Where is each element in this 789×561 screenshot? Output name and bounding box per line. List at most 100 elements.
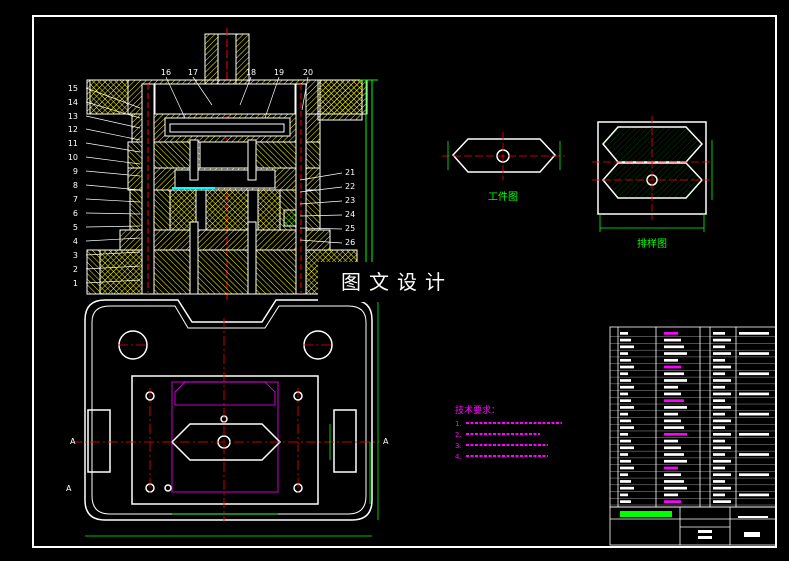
parts-list-entry-mark	[713, 493, 725, 497]
part-number: 24	[345, 210, 355, 219]
workpiece-dimensions	[447, 141, 561, 170]
parts-list-entry-mark	[739, 332, 769, 335]
parts-list-entry-mark	[664, 352, 687, 355]
part-number: 19	[274, 68, 284, 77]
parts-list-entry-mark	[664, 419, 681, 423]
parts-list-entry-mark	[664, 385, 678, 389]
parts-list-entry-mark	[713, 385, 725, 389]
tech-note: 3.	[455, 442, 462, 450]
parts-list-entry-mark	[713, 365, 731, 369]
tech-requirements-title: 技术要求：	[455, 404, 500, 416]
parts-list-entry-mark	[664, 500, 681, 503]
parts-list-entry-mark	[620, 392, 628, 396]
parts-list-entry-mark	[620, 426, 634, 429]
parts-list-entry-mark	[739, 473, 769, 477]
parts-list-entry-mark	[713, 473, 731, 477]
parts-list-entry-mark	[664, 453, 684, 456]
parts-list-entry-mark	[739, 372, 769, 376]
title-block-highlight	[620, 511, 672, 517]
plan-view-dimensions	[85, 300, 379, 537]
parts-list-entry-mark	[664, 480, 684, 483]
parts-list-entry-mark	[620, 406, 634, 409]
parts-list-entry-mark	[664, 459, 687, 463]
part-leaders-right	[299, 172, 343, 244]
parts-list-entry-mark	[664, 372, 684, 376]
parts-list-entry-mark	[713, 486, 731, 490]
part-number: 18	[246, 68, 256, 77]
part-number: 7	[73, 195, 78, 204]
parts-list-entry-mark	[739, 392, 769, 396]
part-number: 3	[73, 251, 78, 260]
parts-list-entry-mark	[713, 419, 731, 423]
parts-list-entry-mark	[713, 352, 731, 355]
parts-list-rows	[610, 332, 776, 506]
part-number: 26	[345, 238, 355, 247]
parts-list-entry-mark	[713, 406, 731, 409]
sheet-border	[32, 15, 777, 548]
parts-list-entry-mark	[664, 392, 681, 396]
workpiece-drawing	[451, 138, 557, 173]
parts-list-entry-mark	[713, 500, 731, 503]
parts-list-entry-mark	[664, 365, 681, 369]
parts-list-entry-mark	[620, 453, 628, 456]
parts-list-entry-mark	[620, 439, 631, 443]
parts-list-entry-mark	[664, 466, 678, 470]
parts-list-entry-mark	[713, 439, 725, 443]
parts-list-entry-mark	[713, 412, 725, 416]
parts-list-entry-mark	[713, 358, 725, 362]
parts-list-entry-mark	[620, 473, 628, 477]
plan-view	[84, 299, 373, 521]
part-number: 13	[68, 112, 78, 121]
parts-list-entry-mark	[664, 332, 678, 335]
parts-list-entry-mark	[620, 446, 634, 450]
parts-list-entry-mark	[620, 493, 628, 497]
parts-list-entry-mark	[620, 419, 631, 423]
part-number: 16	[161, 68, 171, 77]
parts-list-entry-mark	[620, 379, 631, 382]
parts-list-entry-mark	[620, 332, 628, 335]
parts-list-entry-mark	[713, 379, 731, 382]
parts-list-entry-mark	[713, 480, 725, 483]
parts-list-entry-mark	[664, 432, 687, 436]
part-number: 17	[188, 68, 198, 77]
parts-list-entry-mark	[620, 480, 631, 483]
parts-list-entry-mark	[713, 466, 725, 470]
part-number: 8	[73, 181, 78, 190]
section-mark: A	[66, 484, 72, 493]
part-number: 10	[68, 153, 78, 162]
parts-list-entry-mark	[664, 473, 681, 477]
parts-list-entry-mark	[739, 412, 769, 416]
parts-list-entry-mark	[713, 338, 731, 342]
part-number: 20	[303, 68, 313, 77]
watermark: 图文设计	[318, 262, 476, 302]
parts-list-entry-mark	[664, 399, 684, 403]
parts-list-entry-mark	[664, 426, 684, 429]
parts-list-entry-mark	[713, 345, 725, 349]
part-number: 14	[68, 98, 78, 107]
part-number: 1	[73, 279, 78, 288]
parts-list-entry-mark	[664, 446, 681, 450]
parts-list-entry-mark	[713, 453, 725, 456]
parts-list-entry-mark	[664, 493, 678, 497]
part-number: 21	[345, 168, 355, 177]
parts-list-entry-mark	[664, 358, 678, 362]
title-block-marks	[698, 516, 768, 539]
parts-list-entry-mark	[664, 379, 687, 382]
part-number: 22	[345, 182, 355, 191]
parts-list-entry-mark	[739, 352, 769, 355]
part-number: 15	[68, 84, 78, 93]
parts-list-entry-mark	[664, 406, 687, 409]
parts-list-entry-mark	[620, 372, 628, 376]
parts-list-entry-mark	[713, 399, 725, 403]
title-block	[609, 506, 777, 546]
tech-note: 1.	[455, 420, 462, 428]
workpiece-label: 工件图	[488, 191, 518, 203]
parts-list-entry-mark	[664, 412, 678, 416]
section-mark: A	[70, 437, 76, 446]
part-numbers-right: 21 22 23 24 25 26	[345, 168, 355, 247]
parts-list-entry-mark	[739, 453, 769, 456]
part-number: 23	[345, 196, 355, 205]
workpiece-centerlines	[442, 132, 565, 180]
part-number: 2	[73, 265, 78, 274]
part-numbers-left: 15 14 13 12 11 10 9 8 7 6 5 4 3 2 1	[68, 84, 78, 288]
